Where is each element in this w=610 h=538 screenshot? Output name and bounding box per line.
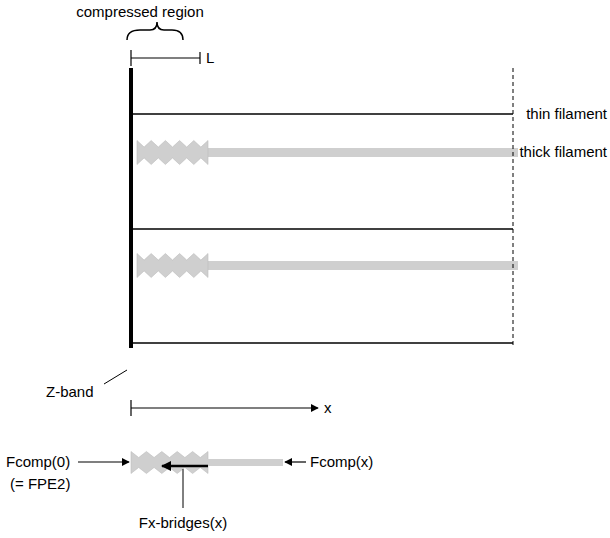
thin-filament	[131, 342, 513, 344]
compressed-thick-filament	[137, 254, 208, 278]
z-band-line	[129, 68, 133, 348]
force-arrow	[78, 461, 129, 462]
dimension-label: L	[206, 50, 214, 67]
brace	[127, 22, 183, 40]
leader-line	[104, 370, 127, 384]
midline-dashed	[513, 68, 514, 348]
force-label: (= FPE2)	[10, 476, 70, 493]
leader-line	[183, 469, 184, 508]
axis-label: x	[324, 400, 332, 417]
force-arrow	[162, 465, 208, 468]
part-label: Z-band	[46, 384, 94, 401]
thick-filament	[205, 261, 518, 270]
filament-label: thick filament	[519, 144, 607, 161]
force-label: Fcomp(x)	[310, 454, 373, 471]
compressed-thick-filament	[131, 452, 208, 474]
force-label: Fcomp(0)	[6, 454, 70, 471]
thin-filament	[131, 228, 513, 230]
x-axis-arrow	[131, 407, 318, 408]
thick-filament	[205, 148, 518, 157]
thin-filament	[131, 113, 513, 115]
dimension-line	[131, 57, 200, 58]
thick-filament-segment	[205, 459, 283, 466]
compressed-thick-filament	[137, 141, 208, 165]
region-label: compressed region	[76, 4, 204, 21]
dimension-tick	[199, 52, 200, 64]
force-arrow	[285, 461, 306, 462]
filament-label: thin filament	[526, 106, 607, 123]
force-label: Fx-bridges(x)	[139, 515, 227, 532]
